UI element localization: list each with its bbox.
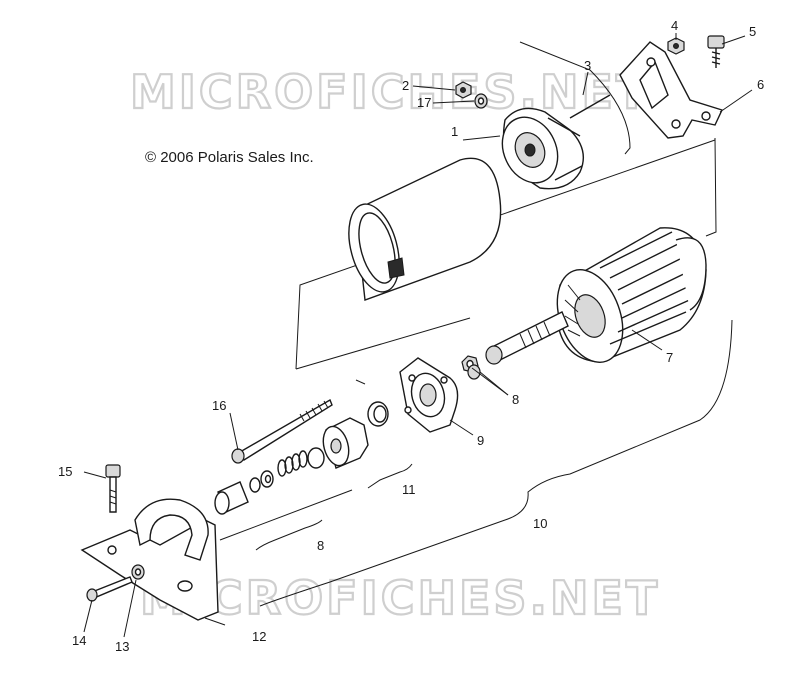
callout-8-upper: 8 [512,392,519,407]
part-4-nut [667,37,685,55]
bracket-3 [519,41,631,155]
callout-4: 4 [671,18,678,33]
part-8-washers [461,355,481,380]
part-17-washer [474,93,488,109]
callout-6: 6 [757,77,764,92]
callout-17: 17 [417,95,431,110]
part-16-through-bolt [231,398,333,464]
callout-14: 14 [72,633,86,648]
housing-field-frame [348,157,502,301]
callout-3: 3 [584,58,591,73]
part-12-lower-bracket [80,498,219,621]
watermark-bottom: MICROFICHES.NET [140,571,660,625]
callout-11: 11 [402,482,416,497]
part-6-mount-bracket [619,41,723,139]
copyright-notice: © 2006 Polaris Sales Inc. [145,149,314,166]
small-washers [249,470,274,493]
part-1-end-cap [501,94,611,190]
spring [277,450,308,477]
part-5-bolt [707,35,725,68]
retaining-ring [367,401,389,427]
watermark-top: MICROFICHES.NET [130,65,650,119]
callout-1: 1 [451,124,458,139]
part-2-nut [455,81,472,99]
guide-line-9 [355,379,366,385]
part-7-armature [485,227,707,365]
callout-13: 13 [115,639,129,654]
leader-lines [83,33,753,638]
callout-12: 12 [252,629,266,644]
pinion-gear [307,417,369,469]
callout-10: 10 [533,516,547,531]
bracket-8-lower [255,519,323,551]
callout-8-lower: 8 [317,538,324,553]
callout-7: 7 [666,350,673,365]
bracket-10 [259,319,733,607]
part-9-drive-end-plate [399,357,459,433]
part-15-bolt [105,464,121,513]
bracket-11 [367,463,413,489]
callout-9: 9 [477,433,484,448]
part-13-washer [131,564,145,580]
callout-labels: 1 2 3 4 5 6 7 8 8 9 10 11 12 13 14 15 16… [58,18,764,654]
part-14-bolt [86,576,133,602]
callout-5: 5 [749,24,756,39]
guide-line-lower [219,489,353,541]
callout-2: 2 [402,78,409,93]
sleeve-bushing [214,481,249,515]
callout-15: 15 [58,464,72,479]
assembly-outline-box [295,137,717,370]
callout-16: 16 [212,398,226,413]
